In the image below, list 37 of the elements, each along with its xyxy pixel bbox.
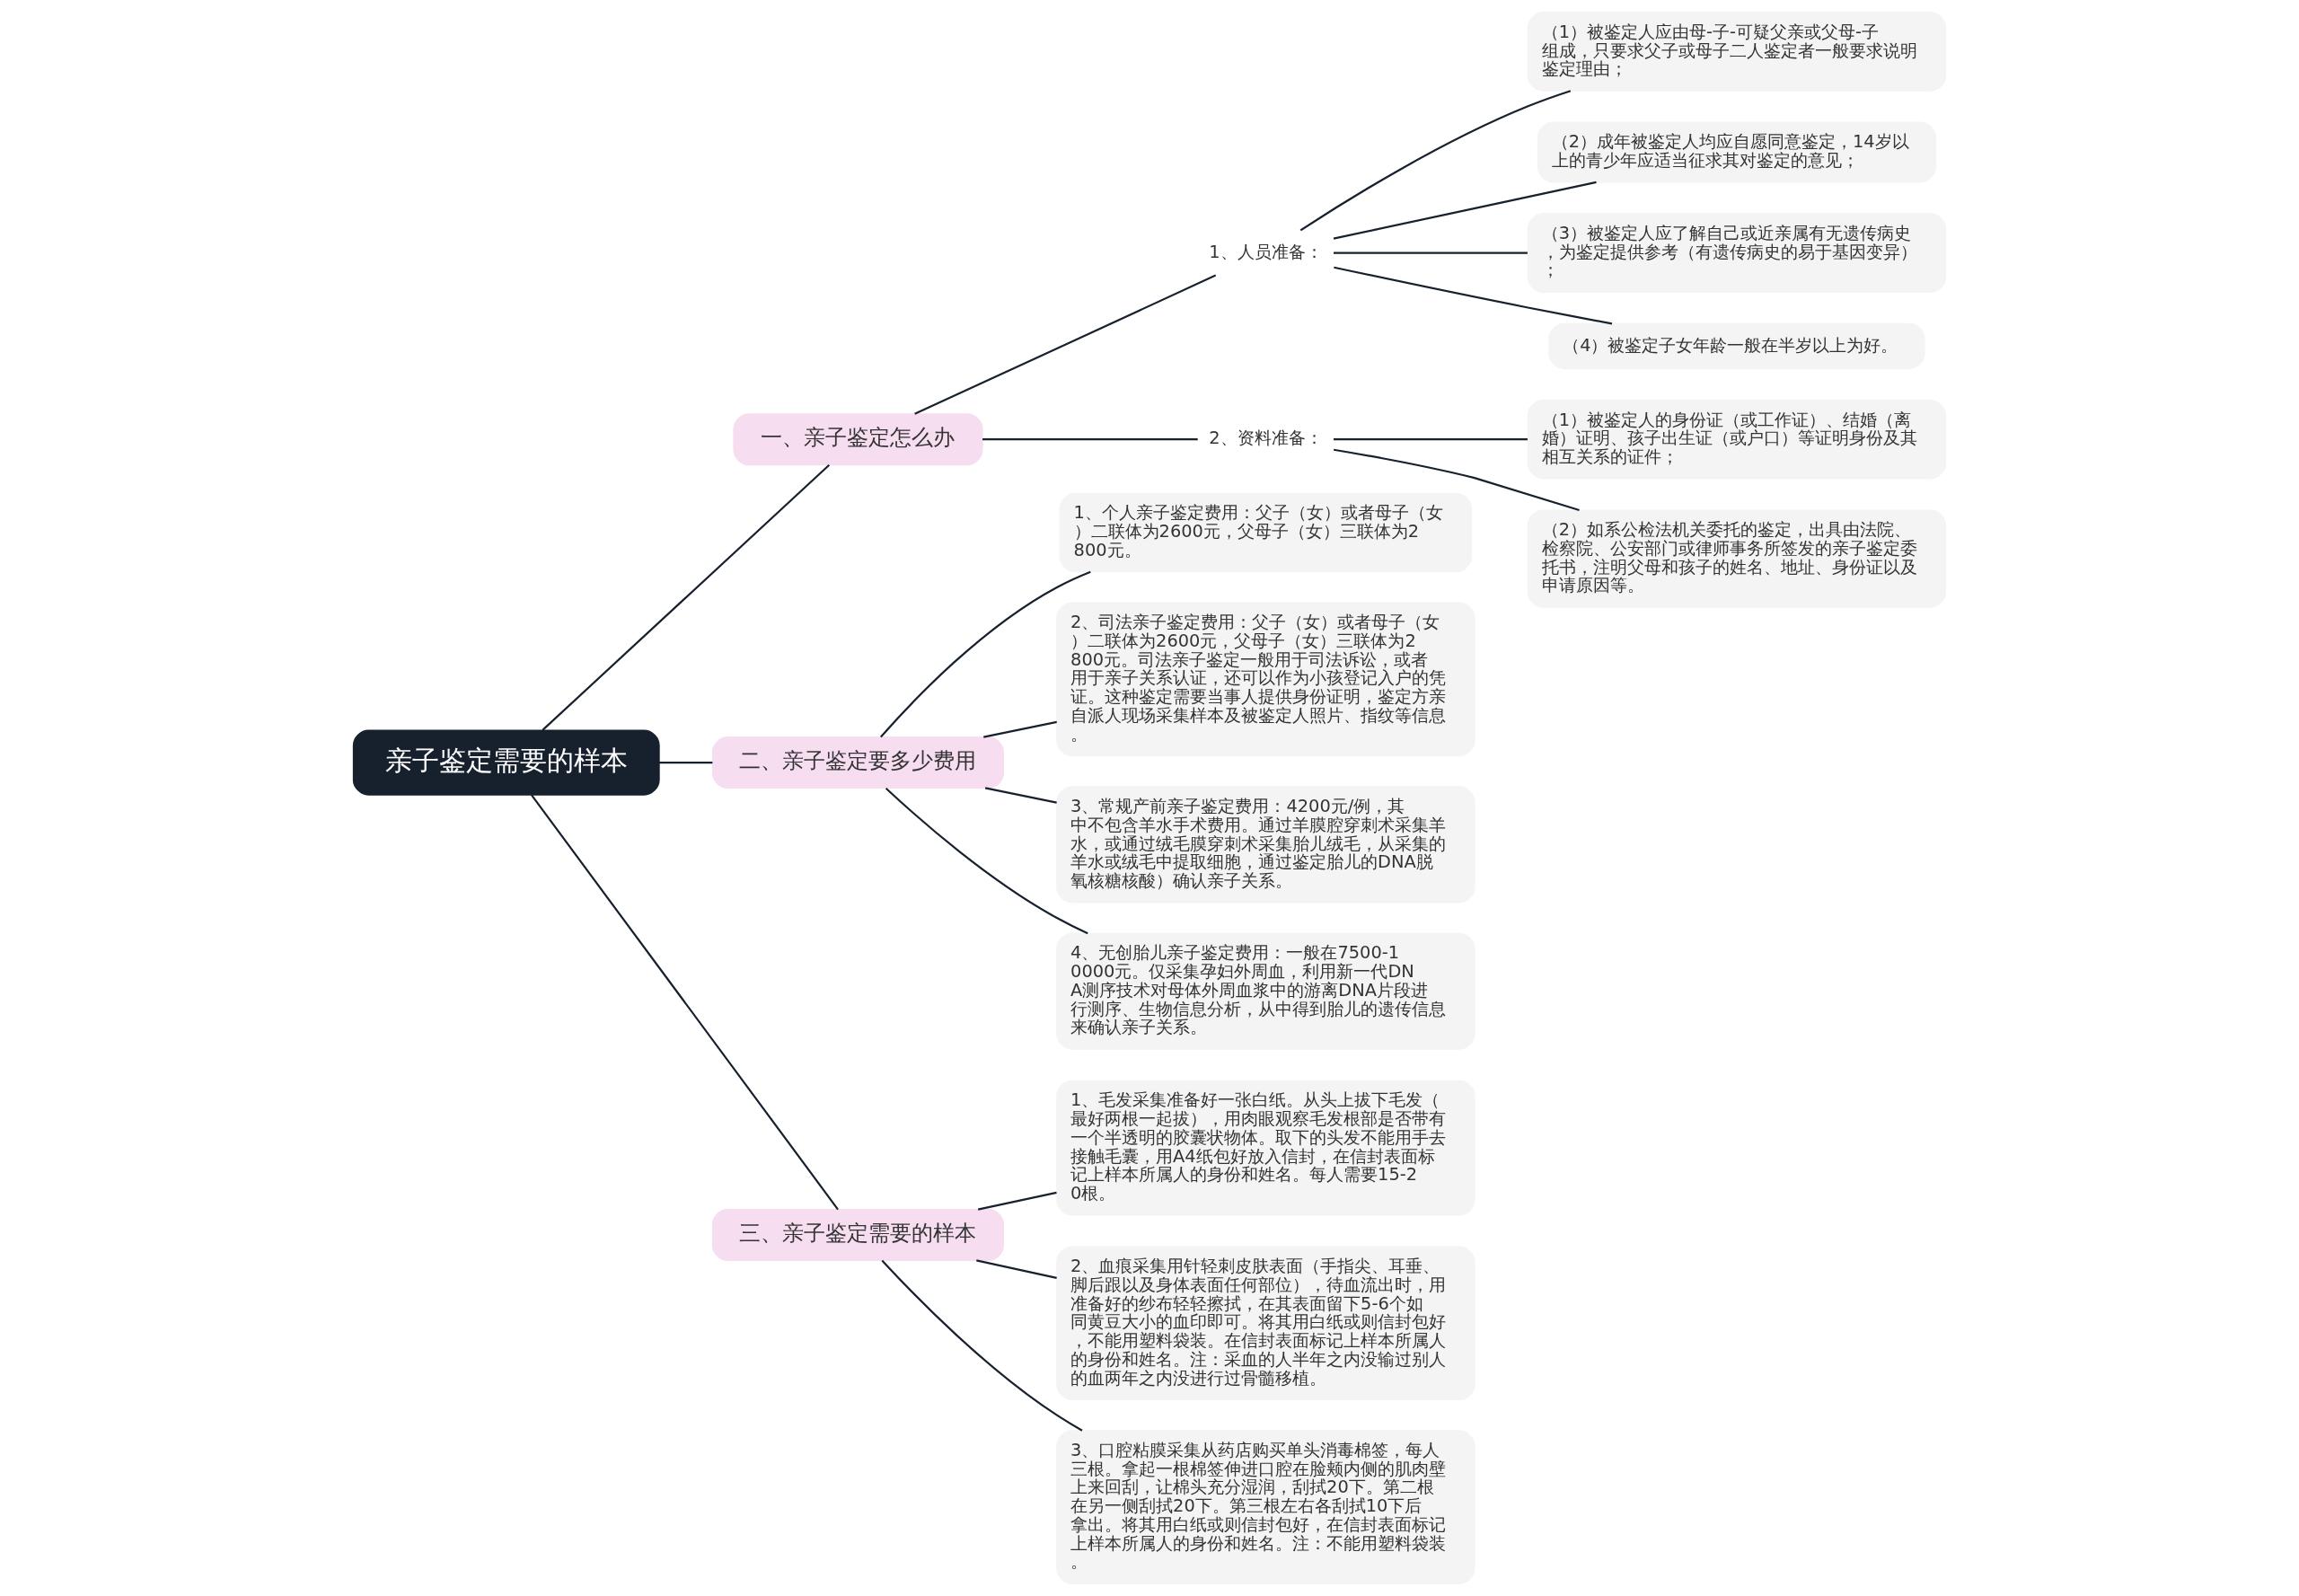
node-box: 3、常规产前亲子鉴定费用：4200元/例，其中不包含羊水手术费用。通过羊膜腔穿刺术采集羊水，或通过绒毛膜穿刺术采集胎儿绒毛，从采集的羊水或绒毛中提取细胞，通过鉴定胎儿的DNA脱氧核糖核酸）确认亲子关系。	[1056, 786, 1475, 904]
connector	[914, 274, 1217, 415]
connector	[984, 787, 1057, 804]
connector	[977, 1191, 1057, 1211]
connector	[885, 787, 1088, 935]
node-box: （1）被鉴定人应由母-子-可疑父亲或父母-子组成，只要求父子或母子二人鉴定者一般要求说明鉴定理由；	[1527, 12, 1947, 92]
node-box: 2、血痕采集用针轻刺皮肤表面（手指尖、耳垂、脚后跟以及身体表面任何部位），待血流出时，用准备好的纱布轻轻擦拭，在其表面留下5-6个如同黄豆大小的血印即可。将其用白纸或则信封包好，不能用塑料袋装。在信封表面标记上样本所属人的身份和姓名。注：采血的人半年之内没输过别人的血两年之内没进行过骨髓移植。	[1056, 1246, 1475, 1401]
node-box: （1）被鉴定人的身份证（或工作证）、结婚（离婚）证明、孩子出生证（或户口）等证明身份及其相互关系的证件；	[1527, 399, 1947, 480]
node-box: （4）被鉴定子女年龄一般在半岁以上为好。	[1548, 322, 1925, 369]
connector	[881, 1259, 1083, 1432]
connector	[880, 570, 1091, 738]
connector	[982, 438, 1198, 441]
connector	[1334, 438, 1528, 441]
connector	[983, 720, 1057, 738]
node-box: 2、司法亲子鉴定费用：父子（女）或者母子（女）二联体为2600元，父母子（女）三联体为2800元。司法亲子鉴定一般用于司法诉讼，或者用于亲子关系认证，还可以作为小孩登记入户的凭证。这种鉴定需要当事人提供身份证明，鉴定方亲自派人现场采集样本及被鉴定人照片、指纹等信息。	[1056, 602, 1475, 757]
node-box: 3、口腔粘膜采集从药店购买单头消毒棉签，每人三根。拿起一根棉签伸进口腔在脸颊内侧的肌肉壁上来回刮，让棉头充分湿润，刮拭20下。第二根在另一侧刮拭20下。第三根左右各刮拭10下后拿出。将其用白纸或则信封包好，在信封表面标记上样本所属人的身份和姓名。注：不能用塑料袋装。	[1056, 1430, 1475, 1584]
connector	[542, 463, 831, 731]
node-box: 亲子鉴定需要的样本	[352, 729, 660, 796]
node-text: 1、人员准备：	[1209, 241, 1323, 262]
connector	[976, 1259, 1057, 1279]
connector	[1334, 251, 1528, 254]
node-box: 4、无创胎儿亲子鉴定费用：一般在7500-10000元。仅采集孕妇外周血，利用新一代DNA测序技术对母体外周血浆中的游离DNA片段进行测序、生物信息分析，从中得到胎儿的遗传信息来确认亲子关系。	[1056, 932, 1475, 1050]
connector	[659, 761, 713, 764]
connector	[1333, 181, 1597, 240]
connector	[1299, 90, 1572, 232]
node-box: 三、亲子鉴定需要的样本	[711, 1208, 1005, 1262]
node-box: 1、毛发采集准备好一张白纸。从头上拔下毛发（最好两根一起拔），用肉眼观察毛发根部是否带有一个半透明的胶囊状物体。取下的头发不能用手去接触毛囊，用A4纸包好放入信封，在信封表面标记上样本所属人的身份和姓名。每人需要15-20根。	[1056, 1080, 1475, 1216]
node-box: 1、个人亲子鉴定费用：父子（女）或者母子（女）二联体为2600元，父母子（女）三联体为2800元。	[1059, 492, 1473, 573]
connector	[1334, 266, 1613, 325]
connector	[531, 794, 839, 1211]
node-text: 2、资料准备：	[1209, 428, 1323, 449]
node-box: 一、亲子鉴定怎么办	[733, 413, 983, 466]
node-box: （3）被鉴定人应了解自己或近亲属有无遗传病史，为鉴定提供参考（有遗传病史的易于基因变异）；	[1527, 213, 1947, 293]
node-box: 二、亲子鉴定要多少费用	[711, 736, 1005, 789]
node-box: （2）成年被鉴定人均应自愿同意鉴定，14岁以上的青少年应适当征求其对鉴定的意见；	[1537, 121, 1937, 183]
connector	[1334, 448, 1580, 512]
node-box: （2）如系公检法机关委托的鉴定，出具由法院、检察院、公安部门或律师事务所签发的亲子鉴定委托书，注明父母和孩子的姓名、地址、身份证以及申请原因等。	[1527, 509, 1947, 608]
